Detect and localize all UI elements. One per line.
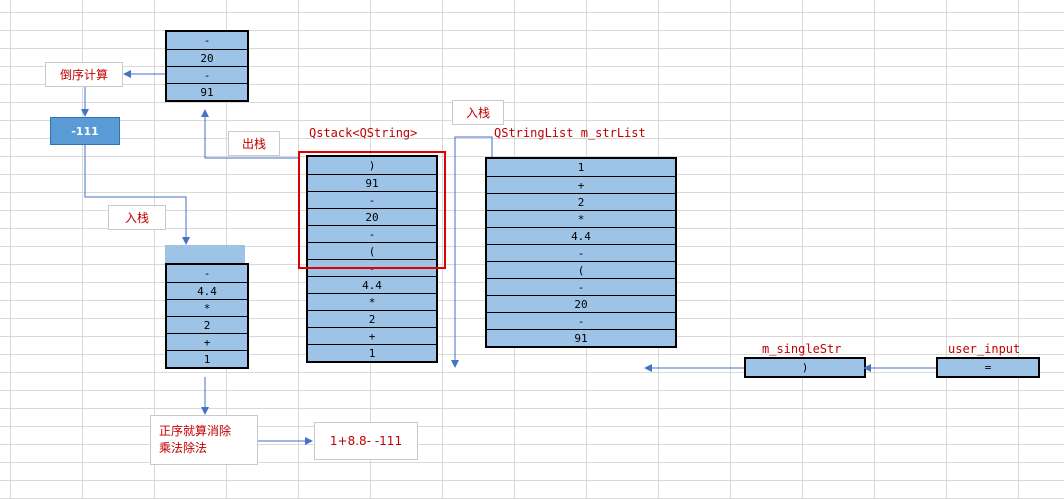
stack-cell: - bbox=[203, 34, 211, 47]
stack-cell: 2 bbox=[487, 193, 675, 210]
stack-cell: + bbox=[167, 333, 247, 350]
user-box: = bbox=[936, 357, 1040, 378]
empty-slot bbox=[165, 245, 245, 263]
stack-cell: 4.4 bbox=[167, 282, 247, 299]
pop-label: 出栈 bbox=[228, 131, 280, 156]
qstack: )91-20-(-4.4*2+1 bbox=[306, 155, 438, 363]
single-title: m_singleStr bbox=[762, 342, 842, 356]
single-box: ) bbox=[744, 357, 866, 378]
stack-cell: - bbox=[487, 278, 675, 295]
push-label-2: 入栈 bbox=[452, 100, 504, 125]
arrow-result-to-left-stack bbox=[84, 145, 190, 245]
stack-cell: 91 bbox=[167, 83, 247, 100]
left-stack: - 4.4*2+1 bbox=[165, 263, 249, 369]
stack-cell: 1 bbox=[308, 344, 436, 361]
stack-cell: * bbox=[487, 210, 675, 227]
stack-cell: 4.4 bbox=[308, 276, 436, 293]
stack-cell: - bbox=[203, 267, 211, 280]
reverse-calc-box: 倒序计算 bbox=[45, 62, 123, 87]
stack-cell: - bbox=[308, 191, 436, 208]
user-value: = bbox=[984, 361, 992, 374]
stack-cell: 2 bbox=[167, 316, 247, 333]
stack-cell: + bbox=[487, 176, 675, 193]
stack-cell: 20 bbox=[308, 208, 436, 225]
stack-cell: + bbox=[308, 327, 436, 344]
stack-cell: 20 bbox=[167, 49, 247, 66]
stack-cell: - bbox=[167, 66, 247, 83]
forward-result-box: 1+8.8- -111 bbox=[314, 422, 418, 460]
stack-cell: ( bbox=[308, 242, 436, 259]
stack-cell: 4.4 bbox=[487, 227, 675, 244]
pop-label-text: 出栈 bbox=[241, 137, 266, 151]
stack-cell: ( bbox=[487, 261, 675, 278]
stack-cell: 91 bbox=[308, 174, 436, 191]
stack-cell: * bbox=[308, 293, 436, 310]
user-title: user_input bbox=[948, 342, 1021, 356]
forward-result-text: 1+8.8- -111 bbox=[329, 434, 403, 448]
stack-cell: 2 bbox=[308, 310, 436, 327]
stack-cell: - bbox=[487, 312, 675, 329]
forward-calc-line2: 乘法除法 bbox=[159, 441, 208, 455]
push-label-1-text: 入栈 bbox=[124, 211, 149, 225]
stack-cell: - bbox=[308, 225, 436, 242]
result-value: -111 bbox=[71, 124, 99, 138]
push-label-1: 入栈 bbox=[108, 205, 166, 230]
pop-region-frame bbox=[298, 151, 446, 269]
stack-cell: 1 bbox=[167, 350, 247, 367]
stack-cell: * bbox=[167, 299, 247, 316]
reverse-calc-label: 倒序计算 bbox=[59, 68, 108, 82]
forward-calc-line1: 正序就算消除 bbox=[159, 424, 232, 438]
result-box: -111 bbox=[50, 117, 120, 145]
push-label-2-text: 入栈 bbox=[465, 106, 490, 120]
stack-cell: - bbox=[487, 244, 675, 261]
strlist-title: QStringList m_strList bbox=[494, 126, 646, 140]
single-value: ) bbox=[801, 361, 809, 374]
top-stack: -20-91 bbox=[165, 30, 249, 102]
strlist-stack: 1+2*4.4-(-20-91 bbox=[485, 157, 677, 348]
qstack-title: Qstack<QString> bbox=[309, 126, 418, 140]
arrow-qstack-to-top-stack bbox=[201, 109, 298, 159]
stack-cell: 91 bbox=[487, 329, 675, 346]
stack-cell: 20 bbox=[487, 295, 675, 312]
stack-cell: ) bbox=[368, 159, 376, 172]
stack-cell: 1 bbox=[577, 161, 585, 174]
arrow-strlist-to-qstack bbox=[451, 136, 493, 368]
forward-calc-box: 正序就算消除 乘法除法 bbox=[150, 415, 258, 465]
